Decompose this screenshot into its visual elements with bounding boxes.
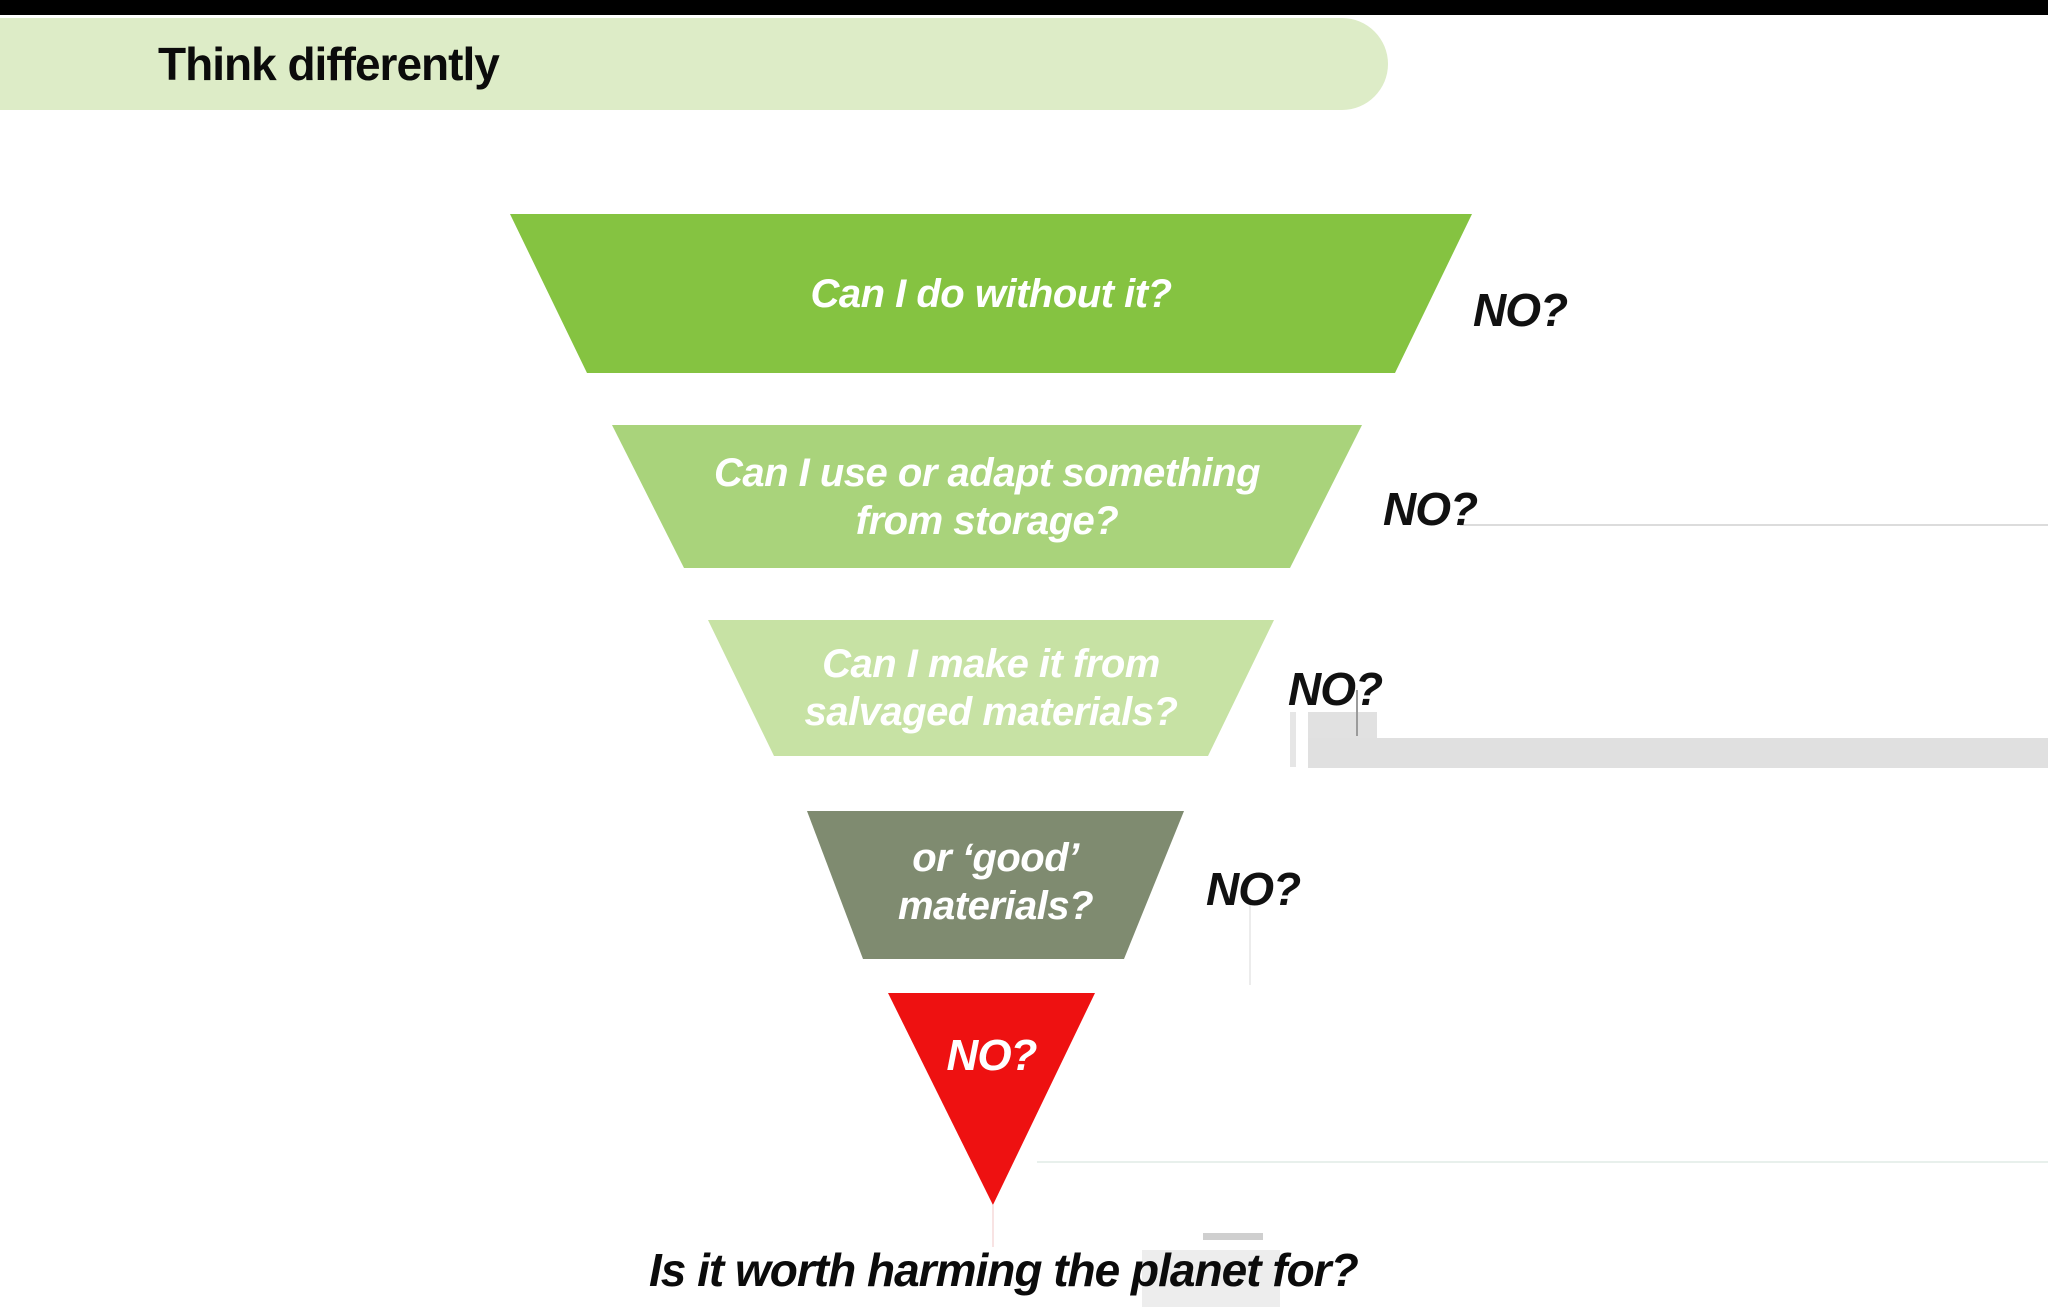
funnel-level-1-label: Can I do without it? xyxy=(810,271,1172,316)
artifact-footer-box xyxy=(1142,1250,1280,1307)
artifact-dark-line xyxy=(1356,690,1358,736)
funnel-level-4-label-line1: or ‘good’ xyxy=(912,836,1079,880)
artifact-gray-bar xyxy=(1308,738,2048,768)
no-label-3: NO? xyxy=(1288,663,1383,715)
funnel-level-2: Can I use or adapt something from storag… xyxy=(612,425,1362,568)
artifact-apex-tail-line xyxy=(992,1205,994,1247)
footer-question: Is it worth harming the planet for? xyxy=(649,1244,1359,1296)
funnel-level-2-label-line1: Can I use or adapt something xyxy=(713,450,1261,495)
artifact-vertical-strip xyxy=(1290,712,1296,767)
funnel-level-3-label-line1: Can I make it from xyxy=(822,642,1160,686)
funnel-level-4-label-line2: materials? xyxy=(897,884,1094,928)
no-label-2: NO? xyxy=(1383,483,1478,535)
header-banner xyxy=(0,18,1388,110)
funnel-level-3-label-line2: salvaged materials? xyxy=(804,690,1178,734)
apex-no-label: NO? xyxy=(946,1031,1038,1080)
funnel-level-2-label-line2: from storage? xyxy=(855,498,1119,543)
funnel-level-1: Can I do without it? xyxy=(510,214,1472,373)
artifact-footer-strip xyxy=(1203,1233,1263,1240)
stray-horizontal-rule-2 xyxy=(1037,1161,2048,1163)
funnel-apex-triangle: NO? xyxy=(888,993,1095,1205)
page-title: Think differently xyxy=(158,38,500,90)
top-black-bar xyxy=(0,0,2048,15)
artifact-gray-square xyxy=(1308,712,1377,738)
no-label-1: NO? xyxy=(1473,284,1568,336)
funnel-level-3: Can I make it from salvaged materials? xyxy=(708,620,1274,756)
stray-horizontal-rule-1 xyxy=(1460,524,2048,526)
stray-vertical-rule xyxy=(1249,905,1251,985)
no-label-4: NO? xyxy=(1206,863,1301,915)
funnel-level-4: or ‘good’ materials? xyxy=(807,811,1184,959)
